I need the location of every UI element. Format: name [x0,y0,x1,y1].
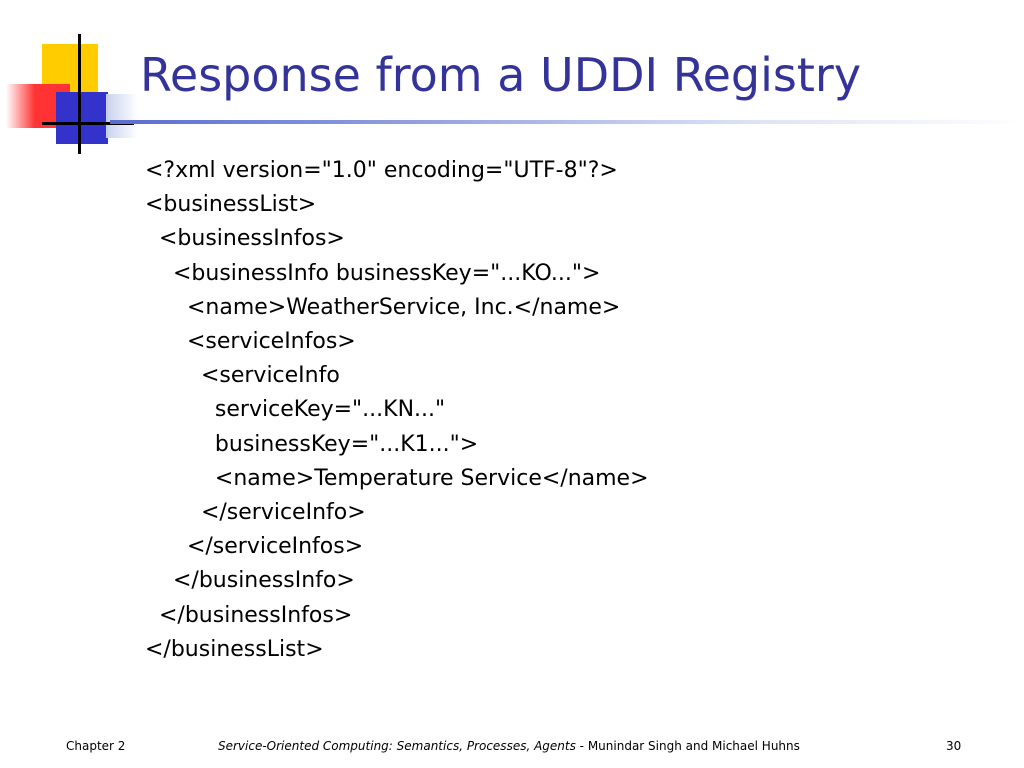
xml-code-listing: <?xml version="1.0" encoding="UTF-8"?> <… [145,154,649,667]
logo-vertical-line [78,34,81,154]
code-line: serviceKey="...KN..." [145,397,446,423]
code-line: <serviceInfo [145,363,340,389]
code-line: </businessInfo> [145,568,355,594]
code-line: <businessInfos> [145,226,345,252]
code-line: <name>Temperature Service</name> [145,465,649,491]
code-line: </serviceInfos> [145,534,364,560]
footer-book-title: Service-Oriented Computing: Semantics, P… [218,739,576,753]
footer-citation: Service-Oriented Computing: Semantics, P… [218,738,800,754]
code-line: </businessInfos> [145,602,353,628]
footer-chapter: Chapter 2 [66,739,126,753]
footer-page-number: 30 [946,739,962,753]
footer-authors: - Munindar Singh and Michael Huhns [575,739,800,753]
code-line: </serviceInfo> [145,500,366,526]
code-line: <?xml version="1.0" encoding="UTF-8"?> [145,158,618,183]
code-line: <serviceInfos> [145,329,356,355]
slide-title: Response from a UDDI Registry [140,48,862,102]
slide-logo [0,0,140,160]
code-line: businessKey="...K1..."> [145,431,479,457]
code-line: <name>WeatherService, Inc.</name> [145,294,621,320]
logo-fade [106,94,138,138]
logo-blue-square [56,92,108,144]
title-underline [110,120,1024,124]
logo-horizontal-line [42,122,134,125]
code-line: <businessList> [145,192,317,218]
code-line: <businessInfo businessKey="...KO..."> [145,260,601,286]
code-line: </businessList> [145,636,324,662]
